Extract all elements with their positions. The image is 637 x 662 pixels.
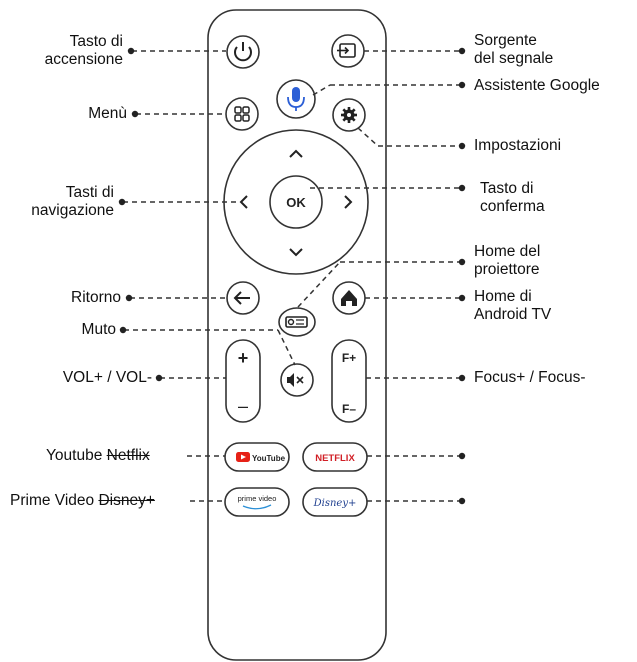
back-button[interactable] [226, 281, 260, 315]
youtube-label: YouTube [252, 454, 286, 463]
prime-label: prime video [238, 494, 277, 503]
label-menu: Menù [88, 105, 127, 122]
label-navigation-line2: navigazione [31, 202, 114, 219]
settings-button[interactable] [332, 98, 366, 132]
ok-button[interactable]: OK [269, 175, 323, 229]
label-projector-home-line1: Home del [474, 243, 541, 260]
arrow-right-icon [344, 195, 353, 209]
grid-icon [234, 106, 250, 122]
youtube-button[interactable]: YouTube [224, 442, 290, 472]
arrow-up-icon [289, 149, 303, 158]
label-power: Tasto di accensione [45, 33, 123, 69]
label-prime-disney: Prime Video Disney+ [10, 492, 155, 510]
label-android-home-line2: Android TV [474, 306, 552, 323]
label-power-line1: Tasto di [69, 33, 123, 50]
label-ok-confirm-line1: Tasto di [480, 180, 534, 197]
label-youtube: Youtube [46, 447, 107, 464]
projector-home-button[interactable] [278, 307, 316, 337]
mute-button[interactable] [280, 363, 314, 397]
netflix-button[interactable]: NETFLIX [302, 442, 368, 472]
projector-icon [285, 316, 308, 328]
label-ok-confirm: Tasto di conferma [480, 180, 545, 216]
leader-dots [118, 47, 466, 505]
label-source-line1: Sorgente [474, 32, 537, 49]
label-mute: Muto [81, 321, 116, 338]
ok-label: OK [286, 195, 306, 210]
volume-rocker[interactable]: + – [225, 339, 261, 423]
microphone-icon [292, 87, 300, 102]
arrow-down-icon [289, 248, 303, 257]
disney-label: Disney+ [313, 498, 357, 509]
label-power-line2: accensione [44, 51, 123, 68]
disney-plus-button[interactable]: Disney+ [302, 487, 368, 517]
label-disney: Disney+ [98, 492, 155, 509]
vol-minus-label: – [238, 396, 248, 416]
label-prime: Prime Video [10, 492, 99, 509]
label-settings: Impostazioni [474, 137, 562, 154]
back-arrow-icon [233, 291, 250, 305]
leader-lines [123, 50, 461, 502]
label-volume: VOL+ / VOL- [62, 369, 152, 386]
label-assistant: Assistente Google [474, 77, 600, 94]
source-button[interactable] [331, 34, 365, 68]
label-android-home-line1: Home di [474, 288, 532, 305]
focus-rocker[interactable]: F+ F– [331, 339, 367, 423]
label-back: Ritorno [71, 289, 121, 306]
arrow-left-icon [239, 195, 248, 209]
mute-icon [287, 373, 294, 387]
label-projector-home: Home del proiettore [474, 243, 540, 279]
home-icon [341, 290, 357, 306]
vol-plus-label: + [238, 348, 249, 368]
prime-video-button[interactable]: prime video [224, 487, 290, 517]
power-button[interactable] [226, 35, 260, 69]
focus-plus-label: F+ [342, 351, 356, 365]
label-youtube-netflix: Youtube Netflix [46, 447, 150, 465]
menu-button[interactable] [225, 97, 259, 131]
label-projector-home-line2: proiettore [474, 261, 540, 278]
label-android-home: Home di Android TV [474, 288, 551, 324]
smile-arrow-icon [242, 504, 272, 510]
label-netflix: Netflix [106, 447, 150, 464]
label-source: Sorgente del segnale [474, 32, 553, 68]
label-source-line2: del segnale [474, 50, 554, 67]
focus-minus-label: F– [342, 402, 356, 416]
power-icon [234, 46, 252, 62]
label-navigation: Tasti di navigazione [31, 184, 114, 220]
netflix-label: NETFLIX [315, 453, 355, 464]
android-home-button[interactable] [332, 281, 366, 315]
label-navigation-line1: Tasti di [65, 184, 114, 201]
label-focus: Focus+ / Focus- [474, 369, 586, 386]
google-assistant-button[interactable] [276, 79, 316, 119]
label-ok-confirm-line2: conferma [480, 198, 545, 215]
